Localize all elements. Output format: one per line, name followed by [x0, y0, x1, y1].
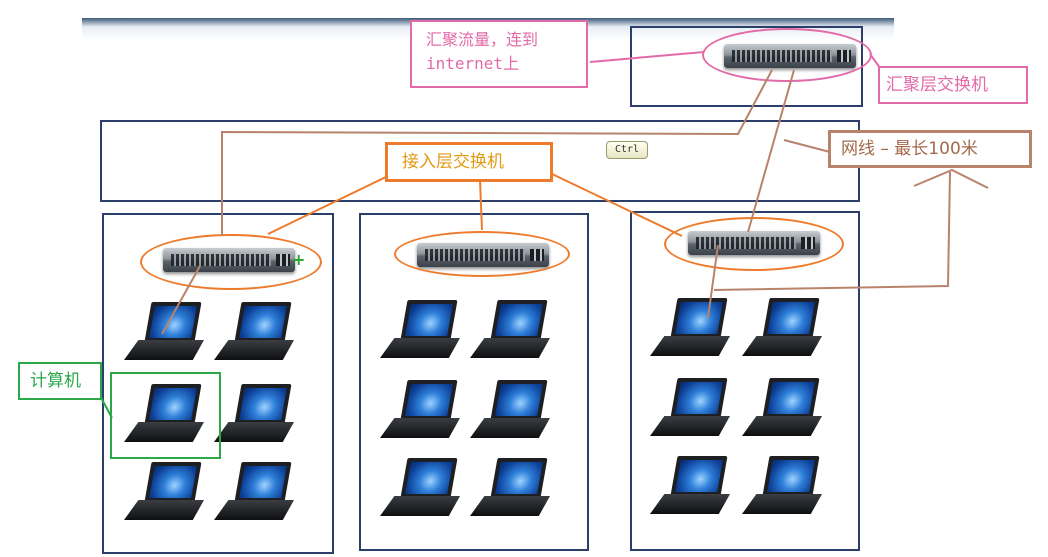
cable-left-switch-to-laptop [161, 265, 201, 335]
laptop-icon [464, 380, 556, 444]
laptop-icon [464, 458, 556, 522]
laptop-icon [374, 380, 466, 444]
laptop-icon [644, 298, 736, 362]
computer-label: 计算机 [18, 362, 102, 400]
access-switch-right-highlight [664, 217, 844, 271]
laptop-icon [208, 462, 300, 526]
laptop-icon [374, 458, 466, 522]
cable-aggregation-to-left [221, 69, 773, 236]
laptop-icon [644, 456, 736, 520]
laptop-icon [736, 298, 828, 362]
group-box-middle [359, 213, 589, 551]
laptop-icon [374, 300, 466, 364]
access-switch-left-highlight [140, 234, 322, 290]
cable-aggregation-to-right [747, 69, 795, 233]
laptop-icon [644, 378, 736, 442]
cable-right-switch-to-laptop [707, 244, 719, 319]
laptop-icon [736, 378, 828, 442]
pointer-cable-label [783, 139, 831, 153]
aggregation-switch-label: 汇聚层交换机 [878, 66, 1028, 104]
laptop-icon [208, 384, 300, 448]
group-box-left [102, 213, 334, 554]
orange-pointer-left [267, 175, 389, 235]
aggregation-traffic-label: 汇聚流量，连到 internet上 [410, 20, 588, 88]
pointer-arrowhead [913, 168, 989, 189]
group-box-right [630, 211, 860, 551]
laptop-icon [118, 302, 210, 366]
pink-pointer-traffic [589, 51, 705, 63]
pointer-cable-path [713, 171, 951, 291]
ctrl-key-hint: Ctrl [606, 141, 648, 159]
orange-pointer-middle [479, 179, 483, 231]
laptop-icon [118, 384, 210, 448]
pink-pointer-aggregation [869, 53, 881, 69]
cable-label: 网线 – 最长100米 [828, 130, 1032, 168]
laptop-icon [464, 300, 556, 364]
access-switch-label: 接入层交换机 [385, 142, 553, 182]
laptop-icon [208, 302, 300, 366]
orange-pointer-right [551, 173, 683, 237]
laptop-icon [736, 456, 828, 520]
access-switch-middle-highlight [394, 231, 570, 277]
computer-highlight-box [110, 372, 221, 459]
laptop-icon [118, 462, 210, 526]
